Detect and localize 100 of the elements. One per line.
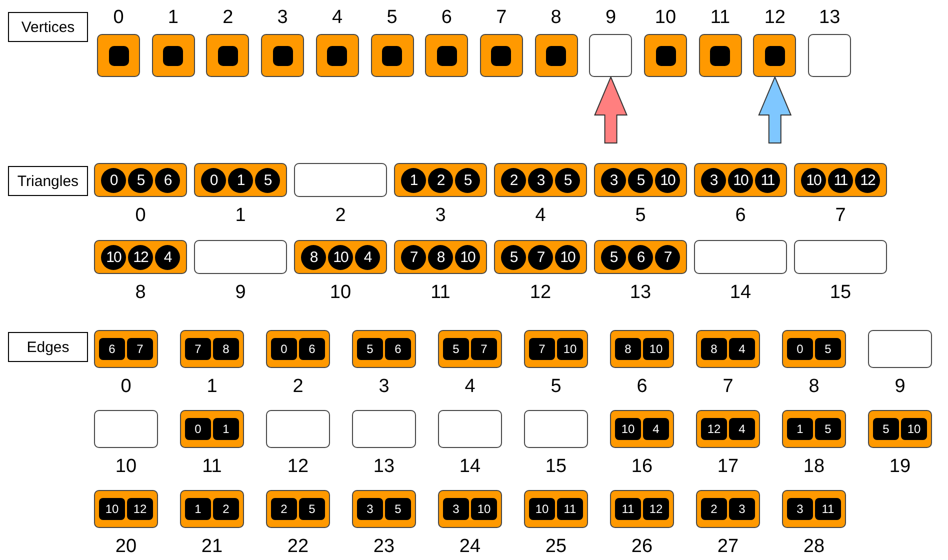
vertex-marker [163, 46, 184, 66]
slot-index: 6 [734, 205, 747, 227]
array-slot [696, 490, 760, 528]
vertex-number-cell: 2 [701, 498, 727, 520]
vertex-number-cell: 5 [385, 498, 411, 520]
array-slot [534, 34, 578, 77]
vertex-number-circle: 7 [401, 244, 426, 270]
array-slot [194, 240, 287, 274]
vertex-number-circle: 1 [228, 168, 253, 192]
vertex-number-circle: 10 [728, 168, 753, 192]
vertex-marker [327, 46, 348, 66]
slot-index: 28 [802, 536, 826, 558]
vertex-number-cell: 10 [471, 498, 497, 520]
section-label: Edges [8, 332, 88, 362]
slot-index: 10 [328, 282, 352, 304]
slot-index: 16 [630, 456, 654, 478]
vertex-number-cell: 1 [787, 418, 813, 440]
vertex-number-cell: 4 [729, 338, 755, 360]
array-slot [698, 34, 742, 77]
vertex-number-circle: 5 [255, 168, 280, 192]
slot-index: 18 [802, 456, 826, 478]
vertex-number-cell: 8 [615, 338, 641, 360]
slot-index: 24 [458, 536, 482, 558]
vertex-number-circle: 5 [555, 168, 580, 192]
vertex-number-cell: 7 [127, 338, 153, 360]
slot-index: 7 [834, 205, 847, 227]
vertex-number-cell: 11 [615, 498, 641, 520]
slot-index: 3 [434, 205, 447, 227]
vertex-number-cell: 12 [643, 498, 669, 520]
vertex-number-cell: 3 [357, 498, 383, 520]
vertex-number-cell: 5 [815, 338, 841, 360]
vertex-number-circle: 3 [528, 168, 553, 192]
array-slot [266, 410, 330, 448]
slot-index: 2 [222, 7, 234, 29]
array-slot [753, 34, 796, 77]
vertex-number-circle: 10 [328, 244, 353, 270]
slot-index: 10 [654, 7, 678, 29]
array-slot [524, 490, 588, 528]
array-slot [438, 490, 502, 528]
array-slot [644, 34, 687, 77]
slot-index: 14 [458, 456, 482, 478]
slot-index: 2 [292, 376, 304, 398]
array-slot [180, 330, 244, 368]
slot-index: 9 [604, 7, 618, 29]
slot-index: 21 [200, 536, 224, 558]
array-slot [394, 163, 487, 197]
slot-index: 3 [378, 376, 390, 398]
vertex-number-cell: 7 [185, 338, 211, 360]
slot-index: 11 [709, 7, 732, 29]
vertex-number-circle: 7 [528, 244, 553, 270]
array-slot [868, 410, 932, 448]
array-slot [494, 163, 587, 197]
slot-index: 13 [372, 456, 396, 478]
slot-index: 27 [716, 536, 740, 558]
array-slot [782, 410, 846, 448]
slot-index: 15 [828, 282, 852, 304]
slot-index: 13 [818, 7, 842, 29]
vertex-number-cell: 0 [271, 338, 297, 360]
array-slot [524, 410, 588, 448]
vertex-number-circle: 2 [501, 168, 526, 192]
section-label: Triangles [8, 166, 88, 196]
vertex-number-cell: 1 [185, 498, 211, 520]
vertex-number-cell: 10 [615, 418, 641, 440]
vertex-number-cell: 0 [787, 338, 813, 360]
vertex-marker [656, 46, 676, 66]
vertex-number-cell: 3 [787, 498, 813, 520]
slot-index: 0 [134, 205, 147, 227]
slot-index: 15 [544, 456, 568, 478]
slot-index: 0 [112, 7, 125, 29]
vertex-number-circle: 4 [155, 244, 180, 270]
array-slot [370, 34, 414, 77]
slot-index: 17 [716, 456, 740, 478]
array-slot [261, 34, 304, 77]
array-slot [180, 490, 244, 528]
slot-index: 1 [234, 205, 247, 227]
array-slot [696, 410, 760, 448]
vertex-number-circle: 6 [155, 168, 180, 192]
vertex-number-circle: 5 [501, 244, 526, 270]
slot-index: 6 [440, 7, 453, 29]
array-slot [266, 330, 330, 368]
section-label: Vertices [8, 12, 88, 42]
array-slot [524, 330, 588, 368]
vertex-number-circle: 5 [455, 168, 480, 192]
block-arrow [758, 76, 792, 144]
array-slot [594, 163, 687, 197]
vertex-number-cell: 3 [729, 498, 755, 520]
vertex-number-cell: 4 [729, 418, 755, 440]
vertex-number-circle: 4 [355, 244, 380, 270]
array-slot [438, 330, 502, 368]
vertex-number-cell: 10 [901, 418, 927, 440]
vertex-number-circle: 12 [855, 168, 880, 192]
vertex-number-cell: 11 [557, 498, 583, 520]
slot-index: 11 [430, 282, 452, 304]
vertex-number-cell: 10 [529, 498, 555, 520]
vertex-number-circle: 7 [655, 244, 680, 270]
slot-index: 2 [334, 205, 347, 227]
vertex-marker [108, 46, 128, 66]
vertex-number-cell: 1 [213, 418, 239, 440]
vertex-number-cell: 5 [357, 338, 383, 360]
vertex-number-circle: 0 [201, 168, 226, 192]
